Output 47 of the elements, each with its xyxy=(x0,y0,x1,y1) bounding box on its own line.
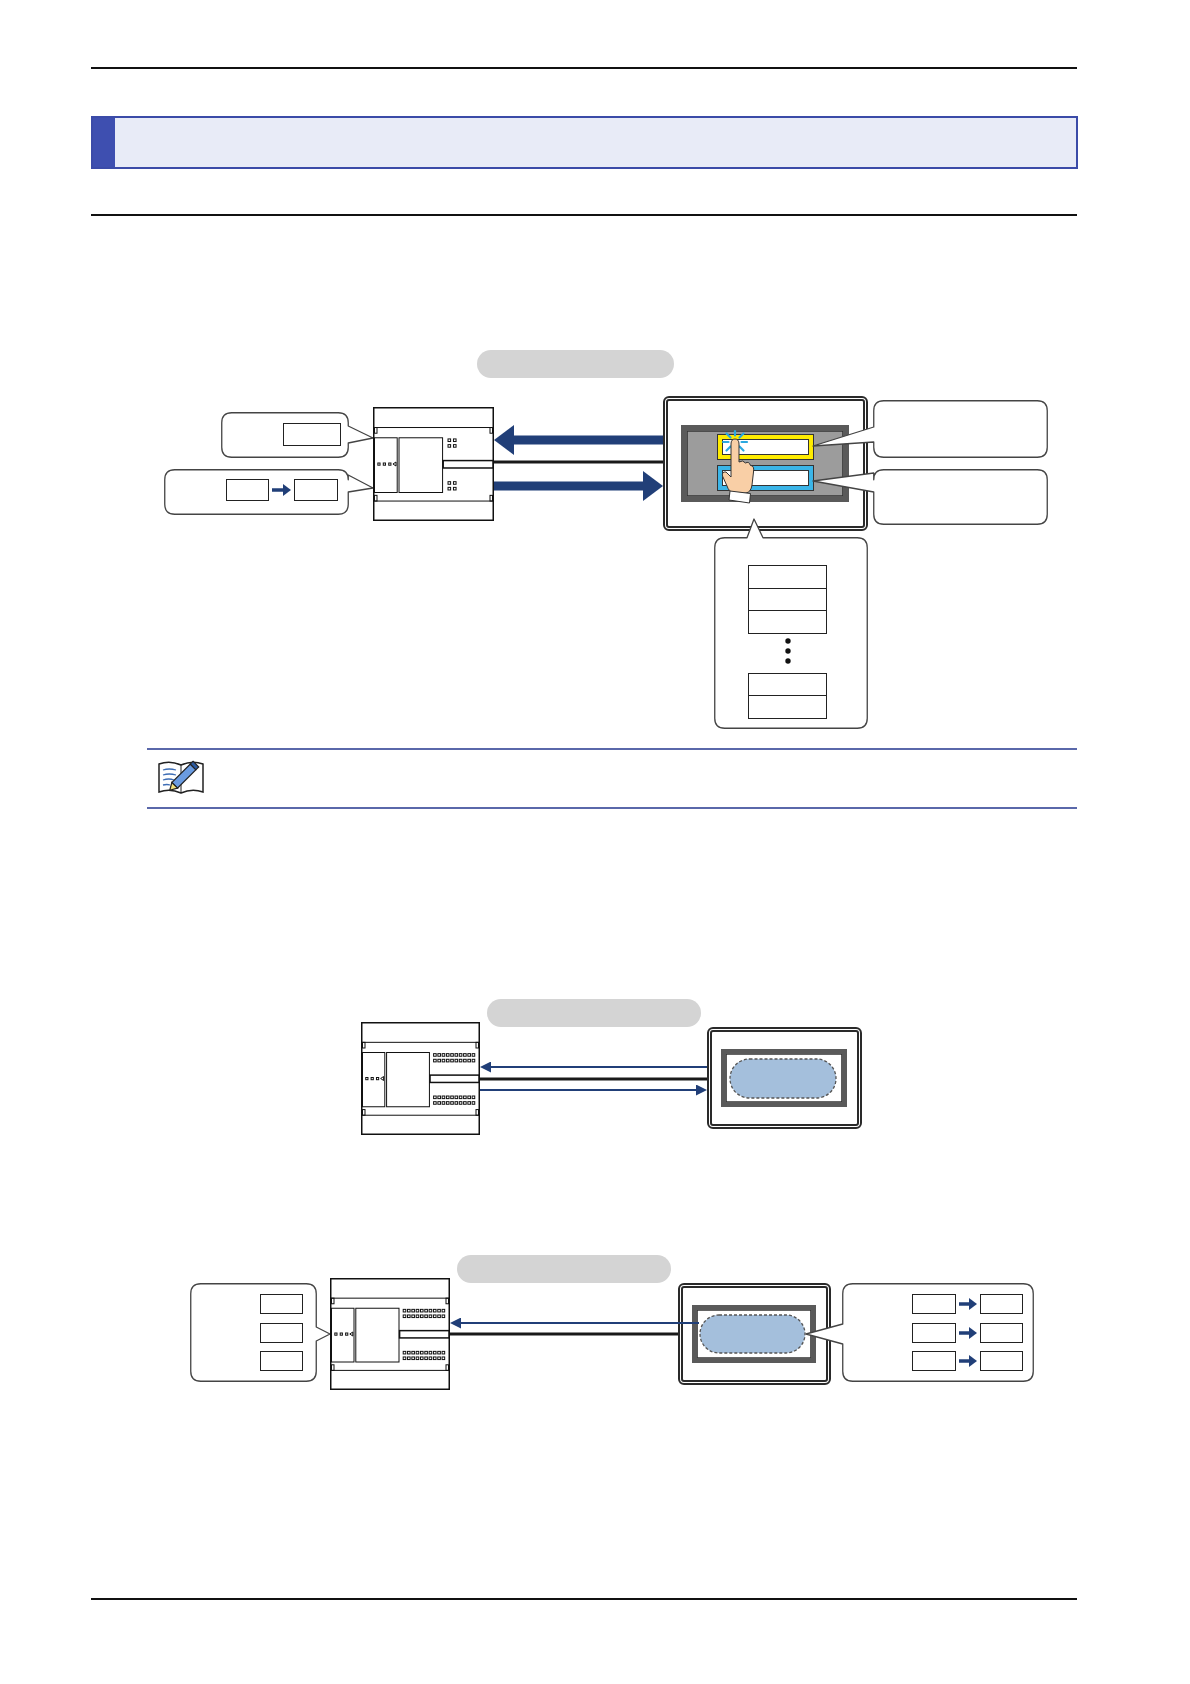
arrow xyxy=(959,1327,977,1339)
list-row xyxy=(748,695,827,719)
cable-line xyxy=(450,1332,678,1336)
arrow xyxy=(272,484,291,496)
callout-bubble xyxy=(190,1283,330,1382)
arrow xyxy=(480,1061,708,1073)
value-box xyxy=(912,1294,956,1314)
list-row xyxy=(748,610,827,634)
title-pill xyxy=(487,999,701,1027)
arrow xyxy=(959,1355,977,1367)
arrow xyxy=(959,1298,977,1310)
value-box xyxy=(260,1351,303,1371)
value-box xyxy=(260,1323,303,1343)
cable-line xyxy=(480,1077,707,1081)
list-row xyxy=(748,565,827,589)
value-box xyxy=(260,1294,303,1314)
callout-bubble xyxy=(714,519,868,729)
block-arrow xyxy=(494,471,663,501)
plc-drawing xyxy=(361,1022,480,1135)
list-row xyxy=(748,588,827,611)
dashed-region xyxy=(729,1058,837,1099)
plc-drawing xyxy=(330,1278,450,1390)
block-arrow xyxy=(494,425,663,455)
callout-bubble xyxy=(221,412,373,458)
value-box xyxy=(283,423,341,446)
touch-panel xyxy=(663,396,868,531)
callout-bubble xyxy=(806,1283,1034,1382)
value-box xyxy=(980,1323,1023,1343)
callout-bubble xyxy=(813,400,1048,458)
callout-bubble xyxy=(164,469,373,515)
callout-bubble xyxy=(813,469,1048,525)
list-row xyxy=(748,673,827,696)
dashed-region xyxy=(699,1314,806,1354)
value-box xyxy=(980,1351,1023,1371)
title-pill xyxy=(457,1255,671,1283)
cable-line xyxy=(494,460,663,464)
value-box xyxy=(912,1323,956,1343)
value-box xyxy=(226,479,269,501)
arrow xyxy=(479,1084,707,1096)
title-pill xyxy=(477,350,674,378)
arrow xyxy=(450,1317,700,1329)
touch-panel xyxy=(678,1283,831,1385)
value-box xyxy=(294,479,338,501)
value-box xyxy=(912,1351,956,1371)
value-box xyxy=(980,1294,1023,1314)
plc-drawing xyxy=(373,407,494,521)
touch-panel xyxy=(707,1027,862,1129)
